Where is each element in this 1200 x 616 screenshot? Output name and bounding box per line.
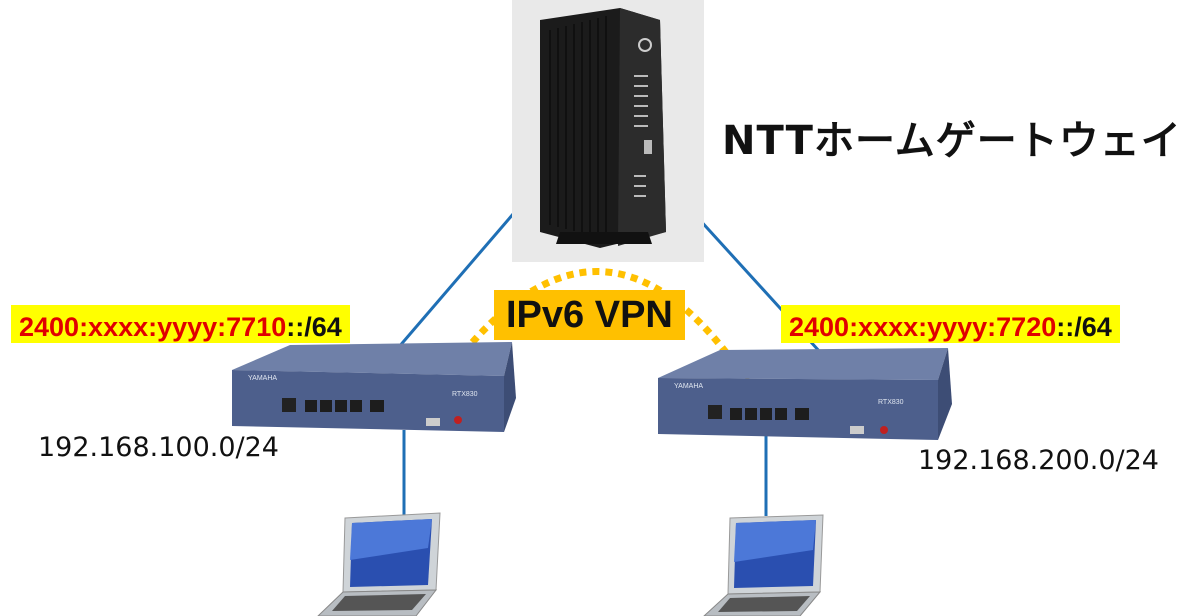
left-router-model: RTX830 — [452, 391, 478, 398]
right-prefix-highlight: 2400:xxxx:yyyy:7720 — [789, 312, 1057, 342]
left-router — [232, 342, 516, 432]
left-ipv6-prefix: 2400:xxxx:yyyy:7710::/64 — [11, 305, 350, 343]
right-ipv6-prefix: 2400:xxxx:yyyy:7720::/64 — [781, 305, 1120, 343]
right-lan-subnet: 192.168.200.0/24 — [918, 445, 1159, 476]
right-router-model: RTX830 — [878, 399, 904, 406]
left-router-brand: YAMAHA — [248, 375, 277, 382]
right-prefix-suffix: ::/64 — [1056, 312, 1112, 342]
left-lan-subnet: 192.168.100.0/24 — [38, 432, 279, 463]
right-router — [658, 348, 952, 440]
left-prefix-highlight: 2400:xxxx:yyyy:7710 — [19, 312, 287, 342]
vpn-label: IPv6 VPN — [494, 290, 685, 340]
home-gateway-device — [512, 0, 704, 262]
left-laptop — [317, 512, 441, 616]
right-router-brand: YAMAHA — [674, 383, 703, 390]
vpn-tunnel-arc — [437, 268, 751, 386]
home-gateway-label: NTTホームゲートウェイ — [722, 118, 1182, 164]
left-prefix-suffix: ::/64 — [286, 312, 342, 342]
right-laptop — [703, 514, 824, 616]
